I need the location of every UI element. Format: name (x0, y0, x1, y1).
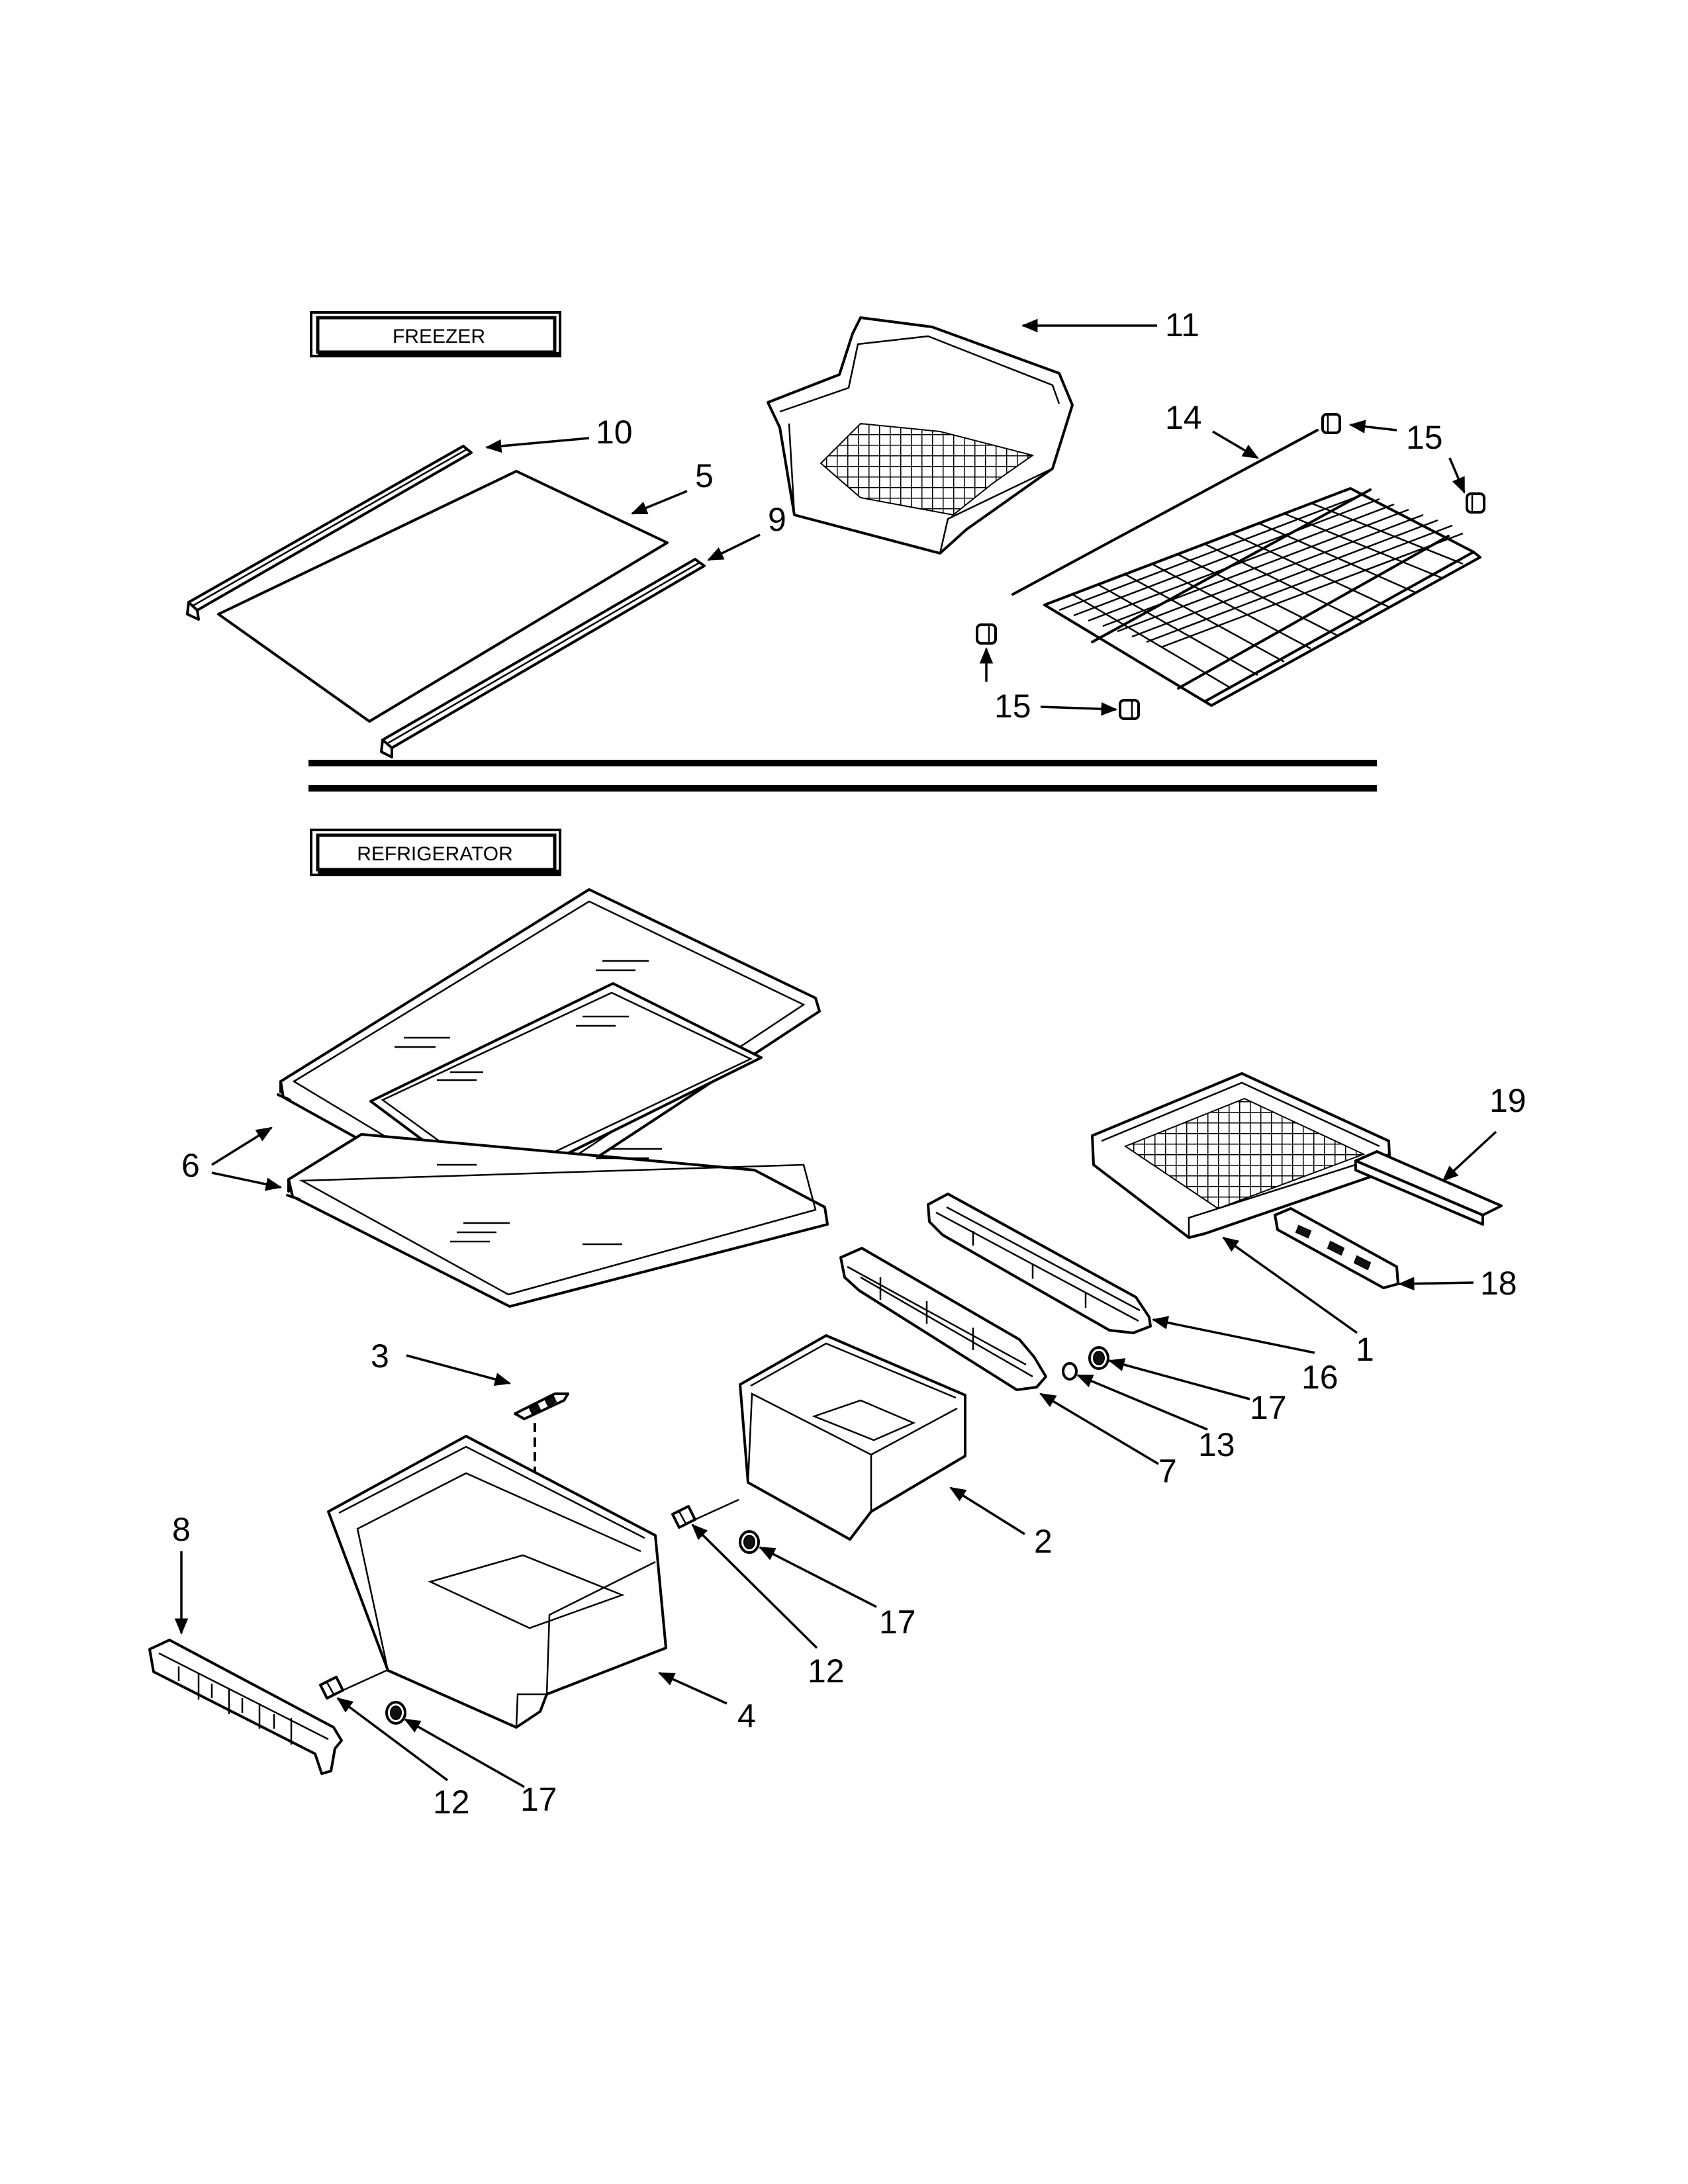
callout-15-top: 15 (1406, 419, 1443, 456)
callout-17-b: 17 (879, 1604, 916, 1641)
callout-3: 3 (371, 1338, 389, 1375)
section-divider (308, 760, 1377, 792)
part-13-pin (1062, 1362, 1078, 1381)
callout-7: 7 (1158, 1453, 1177, 1490)
callout-16: 16 (1301, 1359, 1338, 1396)
callout-10: 10 (596, 414, 633, 451)
part-14-wire-shelf (1011, 429, 1481, 707)
part-4-crisper-large (327, 1435, 667, 1729)
part-12-pin-a (671, 1505, 696, 1529)
callout-18: 18 (1480, 1265, 1517, 1302)
callout-2: 2 (1034, 1523, 1053, 1560)
part-17-roller-b (739, 1530, 760, 1554)
part-5-glass-shelf (217, 470, 669, 723)
part-6-glass-shelf-lower (286, 1133, 829, 1308)
refrigerator-label: REFRIGERATOR (357, 843, 513, 865)
callout-6: 6 (181, 1147, 200, 1184)
freezer-label-box: FREEZER (310, 311, 561, 357)
refrigerator-label-box: REFRIGERATOR (310, 829, 561, 876)
callout-9: 9 (768, 501, 786, 538)
part-19-cover (1354, 1150, 1503, 1226)
refrigerator-callouts: 6 19 18 1 16 17 13 7 3 2 12 17 8 4 12 17 (172, 1082, 1526, 1821)
part-10-shelf-trim (186, 445, 473, 621)
part-2-crisper-small (739, 1334, 966, 1541)
callout-12-b: 12 (433, 1784, 470, 1821)
rollers-and-pins (319, 1346, 1109, 1725)
part-15-end-caps (976, 413, 1485, 720)
part-17-roller-a (1088, 1346, 1109, 1370)
part-11-freezer-basket (767, 316, 1074, 555)
part-18-control (1274, 1207, 1399, 1289)
callout-15-bottom: 15 (994, 688, 1031, 725)
part-12-pin-b (319, 1676, 344, 1700)
callout-13: 13 (1198, 1426, 1235, 1463)
callout-8: 8 (172, 1511, 191, 1548)
part-9-shelf-trim (380, 558, 706, 758)
callout-11: 11 (1165, 306, 1199, 343)
part-1-deli-drawer (1091, 1072, 1391, 1239)
part-16-rail (927, 1193, 1152, 1334)
part-17-roller-c (385, 1701, 406, 1725)
callout-17-c: 17 (520, 1781, 557, 1818)
part-7-rail-upper (839, 1247, 1047, 1391)
freezer-label: FREEZER (393, 326, 485, 347)
callout-5: 5 (695, 457, 714, 494)
freezer-callouts: 10 5 9 11 14 15 15 (485, 306, 1466, 725)
callout-1: 1 (1356, 1331, 1374, 1368)
callout-19: 19 (1489, 1082, 1526, 1119)
callout-12-a: 12 (808, 1653, 845, 1690)
callout-4: 4 (737, 1698, 756, 1735)
part-8-rail-lower (148, 1639, 343, 1775)
callout-14: 14 (1165, 399, 1202, 436)
callout-17-a: 17 (1250, 1389, 1287, 1426)
